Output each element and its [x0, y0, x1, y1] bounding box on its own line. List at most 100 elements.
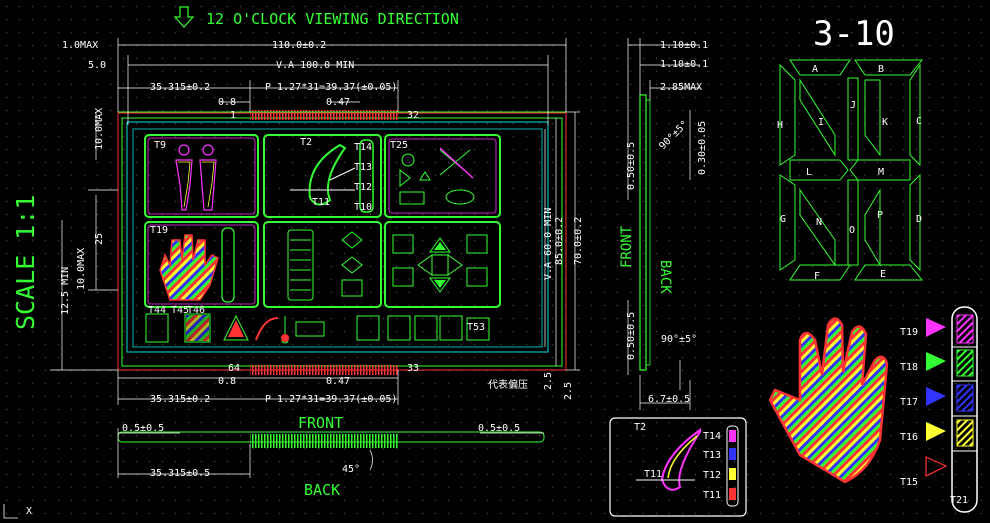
seg-label-t2: T2	[300, 137, 312, 148]
main-front-view: 1 32 64 33 T9 T2 T14 T13 T12 T10 T11 T25	[117, 110, 567, 391]
bottom-front-label: FRONT	[298, 414, 343, 432]
svg-text:H: H	[777, 120, 783, 131]
dim-125: 12.5 MIN	[60, 267, 71, 315]
svg-text:O: O	[849, 225, 855, 236]
dim-35-top: 35.315±0.2	[150, 82, 210, 93]
t2-detail-box: T2 T11 T14 T13 T12 T11	[609, 417, 747, 517]
dim-pitch-bot: P 1.27*31=39.37(±0.05)	[265, 394, 397, 405]
side-angle-1: 90°±5°	[657, 119, 690, 152]
hand-legend: T19 T18 T17 T16 T15 T21	[900, 306, 978, 513]
panel-dpad	[384, 221, 501, 308]
svg-text:T11: T11	[703, 490, 721, 501]
digit-title: 3-10	[813, 14, 895, 54]
panel-gauge	[263, 134, 382, 218]
dim-35-bot: 35.315±0.2	[150, 394, 210, 405]
panel-bodies	[144, 134, 259, 218]
seg-label-t19: T19	[150, 225, 168, 236]
seg-label-t12: T12	[354, 182, 372, 193]
svg-text:C: C	[916, 116, 922, 127]
svg-text:N: N	[816, 217, 822, 228]
dim-08-top: 0.8	[218, 97, 236, 108]
seg-label-t11: T11	[312, 197, 330, 208]
seg-label-t25: T25	[390, 140, 408, 151]
bottom-icon-row	[145, 313, 490, 344]
side-angle-2: 90°±5°	[661, 334, 697, 345]
dim-85: 85.0±0.2	[554, 217, 565, 265]
svg-text:K: K	[882, 117, 888, 128]
dim-1max: 1.0MAX	[62, 40, 98, 51]
side-dim-050b: 0.50±0.5	[626, 312, 637, 360]
svg-text:T17: T17	[900, 397, 918, 408]
dim-5: 5.0	[88, 60, 106, 71]
dim-va100: V.A 100.0 MIN	[276, 60, 354, 71]
bottom-dim-35: 35.315±0.5	[150, 468, 210, 479]
dim-va60: V.A 60.0 MIN	[543, 208, 554, 280]
dim-10max: 10.0MAX	[94, 108, 105, 150]
seg-label-t44: T44	[148, 305, 166, 316]
seg-label-t53: T53	[467, 322, 485, 333]
bottom-edge-view	[117, 428, 545, 478]
svg-text:T13: T13	[703, 450, 721, 461]
svg-text:T18: T18	[900, 362, 918, 373]
cleaning-icons	[399, 149, 475, 205]
side-front-label: FRONT	[619, 225, 635, 268]
viewing-direction-title: 12 O'CLOCK VIEWING DIRECTION	[206, 10, 459, 28]
pin-32-label: 32	[407, 110, 419, 121]
bottom-angle: 45°	[342, 464, 360, 475]
dim-25-r1: 2.5	[543, 372, 554, 390]
svg-text:T19: T19	[900, 327, 918, 338]
dim-08-bot: 0.8	[218, 376, 236, 387]
svg-text:T16: T16	[900, 432, 918, 443]
svg-text:T21: T21	[950, 495, 968, 506]
svg-text:L: L	[806, 167, 812, 178]
dim-pitch-top: P 1.27*31=39.37(±0.05)	[265, 82, 397, 93]
sixteen-segment-digit	[779, 59, 924, 281]
seg-label-t46: T46	[187, 305, 205, 316]
dim-25-r2: 2.5	[563, 382, 574, 400]
side-dim-110b: 1.10±0.1	[660, 59, 708, 70]
svg-text:F: F	[814, 271, 820, 282]
bottom-dim-05-left: 0.5±0.5	[122, 423, 164, 434]
bottom-back-label: BACK	[304, 481, 340, 499]
hand-detail-icon	[768, 317, 889, 484]
ucs-x-label: X	[26, 506, 32, 517]
dpad-icon	[392, 234, 488, 293]
pin-1-label: 1	[230, 110, 236, 121]
svg-text:J: J	[850, 100, 856, 111]
pin-33-label: 33	[407, 363, 419, 374]
human-figures-icon	[175, 144, 217, 211]
seg-label-t14: T14	[354, 142, 372, 153]
side-dim-285: 2.85MAX	[660, 82, 702, 93]
svg-text:A: A	[812, 64, 818, 75]
bar-stack-icon	[287, 229, 363, 301]
dim-70: 70.0±0.2	[573, 217, 584, 265]
svg-text:T15: T15	[900, 477, 918, 488]
svg-text:G: G	[780, 214, 786, 225]
bottom-pin-row	[250, 365, 398, 375]
viewing-direction-arrow-icon	[173, 6, 195, 28]
svg-text:D: D	[916, 214, 922, 225]
svg-text:B: B	[878, 64, 884, 75]
svg-text:E: E	[880, 269, 886, 280]
note-label: 代表偏压	[488, 378, 528, 391]
svg-text:T11: T11	[644, 469, 662, 480]
seg-label-t13: T13	[354, 162, 372, 173]
side-dim-67: 6.7±0.5	[648, 394, 690, 405]
pin-64-label: 64	[228, 363, 240, 374]
side-view	[627, 38, 700, 410]
seg-label-t10: T10	[354, 202, 372, 213]
mini-hand-icon	[159, 234, 219, 301]
digit-segment-labels: A B H I J K C L M G N O P D F E	[777, 64, 922, 282]
panel-cleaning	[384, 134, 501, 218]
side-back-label: BACK	[657, 260, 673, 294]
svg-text:T12: T12	[703, 470, 721, 481]
svg-text:P: P	[877, 210, 883, 221]
side-dim-110a: 1.10±0.1	[660, 40, 708, 51]
ucs-axis-icon	[3, 504, 18, 519]
dim-047-bot: 0.47	[326, 376, 350, 387]
dim-110: 110.0±0.2	[272, 40, 326, 51]
svg-text:T14: T14	[703, 431, 721, 442]
dim-10max-b: 10.0MAX	[76, 248, 87, 290]
